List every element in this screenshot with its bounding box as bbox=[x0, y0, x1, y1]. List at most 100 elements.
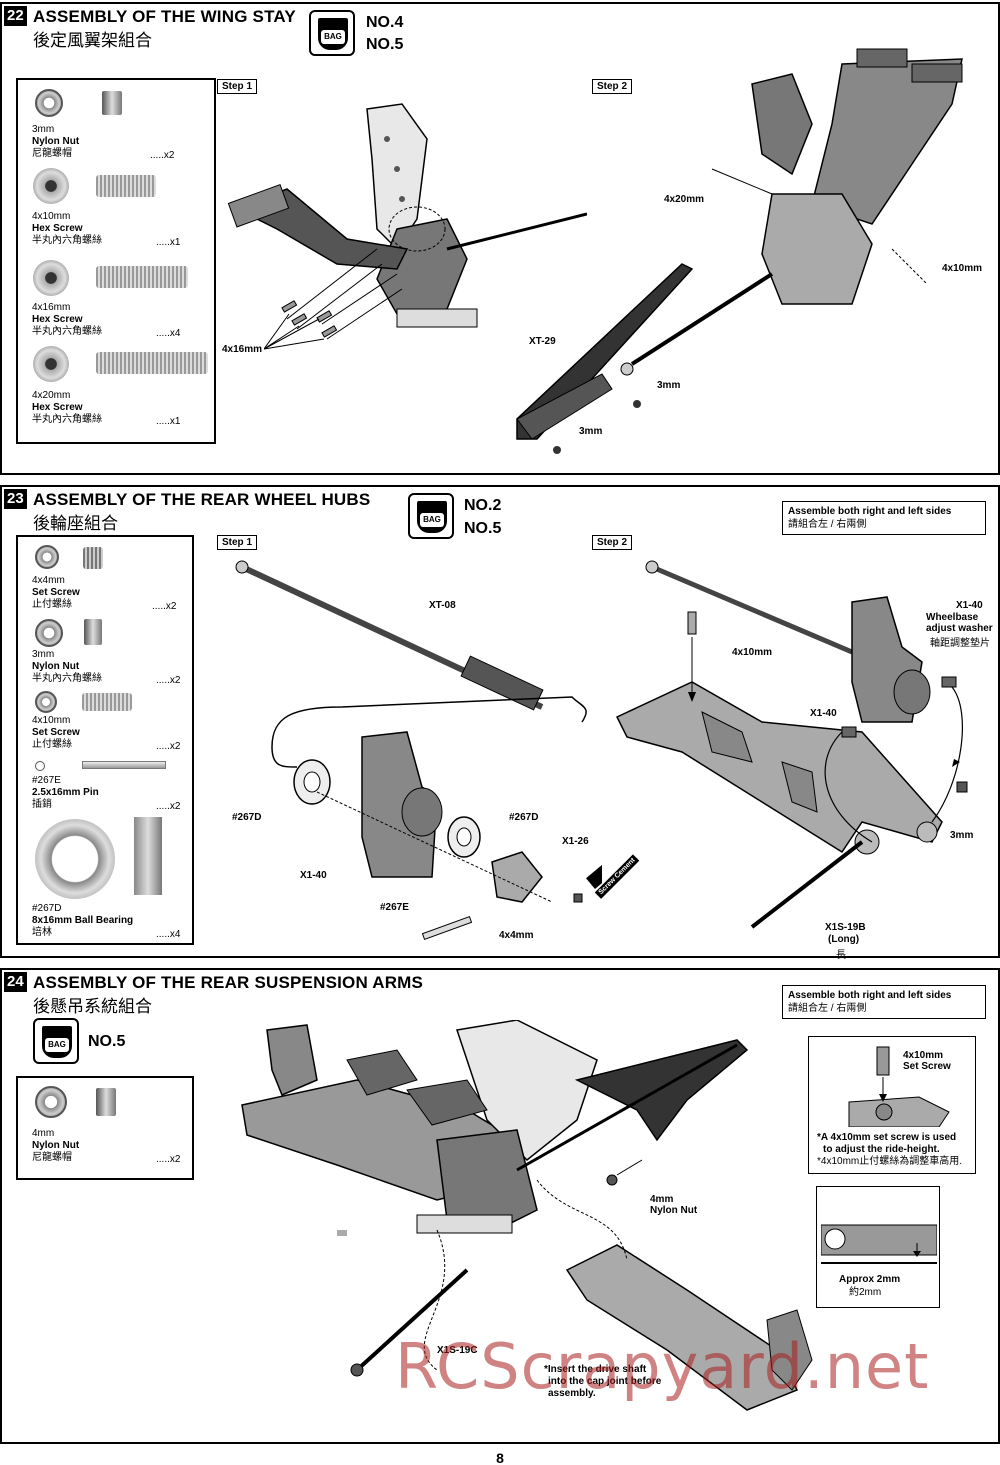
bag-icon: BAG bbox=[408, 493, 454, 539]
part-quantity: .....x2 bbox=[156, 675, 181, 686]
suspension-arms-diagram bbox=[241, 1020, 813, 1411]
set-screw-icon bbox=[35, 545, 59, 569]
part-callout: #267D bbox=[232, 812, 262, 823]
step-number: 24 bbox=[4, 972, 27, 992]
hex-screw-head-icon bbox=[33, 346, 69, 382]
part-callout: Nylon Nut bbox=[650, 1205, 698, 1216]
part-callout: (Long) bbox=[828, 934, 860, 945]
part-callout: X1-40 bbox=[300, 870, 327, 881]
part-callout: XT-08 bbox=[429, 600, 456, 611]
wheel-hub-step1-diagram bbox=[235, 560, 602, 941]
part-callout: Set Screw bbox=[903, 1061, 951, 1072]
part-quantity: .....x2 bbox=[150, 150, 175, 161]
part-callout: X1S-19B bbox=[825, 922, 866, 933]
part-quantity: .....x4 bbox=[156, 328, 181, 339]
part-callout: adjust washer bbox=[926, 623, 993, 634]
bag-icon: BAG bbox=[33, 1018, 79, 1064]
section-24: 24 ASSEMBLY OF THE REAR SUSPENSION ARMS … bbox=[0, 968, 1000, 1444]
watermark: RCScrapyard.net bbox=[395, 1330, 930, 1403]
step-label: Step 1 bbox=[217, 79, 258, 94]
part-callout: 4x10mm bbox=[903, 1050, 944, 1061]
hex-screw-head-icon bbox=[33, 168, 69, 204]
set-screw-icon bbox=[35, 691, 57, 713]
part-quantity: .....x2 bbox=[152, 601, 177, 612]
nylon-nut-icon bbox=[35, 89, 63, 117]
ride-height-detail: 4x10mm Set Screw *A 4x10mm set screw is … bbox=[808, 1036, 976, 1174]
part-callout: 4x4mm bbox=[499, 930, 534, 941]
part-quantity: .....x1 bbox=[156, 237, 181, 248]
part-callout: 3mm bbox=[950, 830, 974, 841]
section-22: 22 ASSEMBLY OF THE WING STAY 後定風翼架組合 BAG… bbox=[0, 2, 1000, 475]
bag-number: NO.4 bbox=[366, 14, 404, 31]
nut-side-icon bbox=[102, 91, 122, 115]
measurement-label: Approx 2mm bbox=[839, 1274, 901, 1285]
note-text: to adjust the ride-height. bbox=[823, 1144, 940, 1155]
part-callout: 4x10mm bbox=[732, 647, 773, 658]
set-screw-detail-diagram bbox=[848, 1046, 950, 1127]
wheel-hub-step2-diagram bbox=[615, 560, 968, 929]
part-callout: 3mm bbox=[579, 426, 603, 437]
part-callout: 軸距調整墊片 bbox=[930, 638, 990, 649]
part-quantity: .....x2 bbox=[156, 1154, 181, 1165]
note-text: *Insert the drive shaft bbox=[544, 1364, 647, 1375]
part-callout: 4x10mm bbox=[942, 263, 983, 274]
ride-height-gap-detail: Approx 2mm 約2mm bbox=[816, 1186, 940, 1308]
wing-stay-step1-diagram bbox=[227, 103, 587, 340]
part-callout: 長 bbox=[836, 950, 846, 961]
part-callout: X1-26 bbox=[562, 836, 589, 847]
nylon-nut-icon bbox=[35, 1086, 67, 1118]
step-number: 23 bbox=[4, 489, 27, 509]
bag-number: NO.5 bbox=[464, 520, 502, 537]
part-callout: 4x20mm bbox=[664, 194, 705, 205]
bag-icon: BAG bbox=[309, 10, 355, 56]
note-text: *4x10mm止付螺絲為調整車高用. bbox=[817, 1156, 963, 1167]
part-callout: #267D bbox=[509, 812, 539, 823]
screw-shaft-icon bbox=[96, 352, 208, 374]
section-title-zh: 後懸吊系統組合 bbox=[33, 997, 152, 1016]
wing-stay-step2-diagram bbox=[516, 48, 963, 454]
step-label: Step 2 bbox=[592, 79, 633, 94]
section-title: ASSEMBLY OF THE REAR WHEEL HUBS bbox=[33, 490, 371, 509]
pin-end-icon bbox=[35, 761, 45, 771]
part-quantity: .....x1 bbox=[156, 416, 181, 427]
page-number: 8 bbox=[496, 1450, 504, 1465]
part-quantity: .....x2 bbox=[156, 741, 181, 752]
section-title: ASSEMBLY OF THE REAR SUSPENSION ARMS bbox=[33, 973, 424, 992]
part-callout: 4mm bbox=[650, 1194, 674, 1205]
section-title-zh: 後輪座組合 bbox=[33, 514, 118, 533]
part-callout: X1-40 bbox=[956, 600, 983, 611]
section-23: 23 ASSEMBLY OF THE REAR WHEEL HUBS 後輪座組合… bbox=[0, 485, 1000, 961]
hex-screw-head-icon bbox=[33, 260, 69, 296]
step-label: Step 2 bbox=[592, 535, 633, 550]
nut-side-icon bbox=[96, 1088, 116, 1116]
set-screw-side-icon bbox=[83, 547, 103, 569]
screw-shaft-icon bbox=[96, 266, 188, 288]
note-text: assembly. bbox=[548, 1388, 596, 1399]
part-callout: XT-29 bbox=[529, 336, 556, 347]
bag-number: NO.2 bbox=[464, 497, 502, 514]
note-text: *A 4x10mm set screw is used bbox=[817, 1132, 957, 1143]
part-callout: X1S-19C bbox=[437, 1345, 478, 1356]
bag-number: NO.5 bbox=[88, 1033, 126, 1050]
part-quantity: .....x4 bbox=[156, 929, 181, 940]
callout-arrows bbox=[264, 313, 325, 350]
step-number: 22 bbox=[4, 6, 27, 26]
ball-bearing-icon bbox=[35, 819, 115, 899]
part-callout: #267E bbox=[380, 902, 409, 913]
bag-number: NO.5 bbox=[366, 36, 404, 53]
part-callout: X1-40 bbox=[810, 708, 837, 719]
part-callout: 3mm bbox=[657, 380, 681, 391]
